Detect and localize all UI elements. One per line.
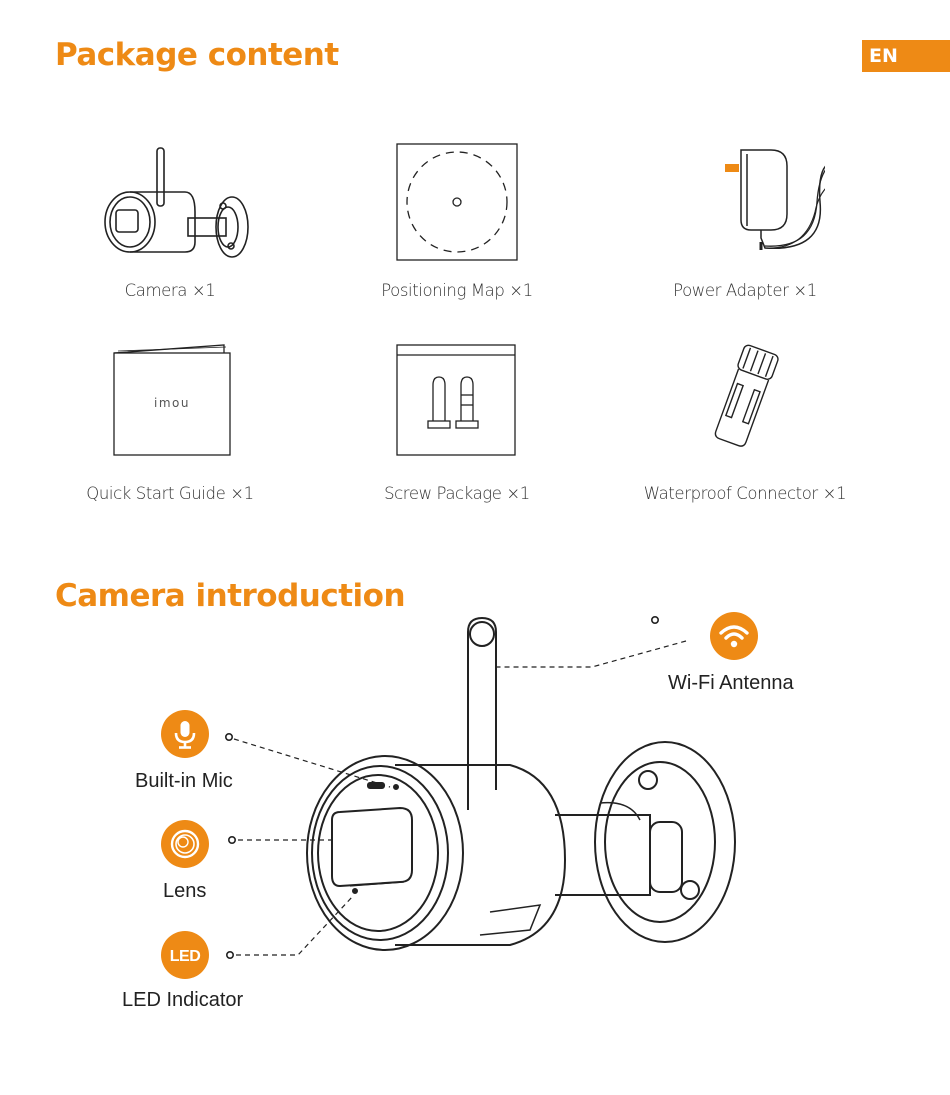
led-indicator-label: LED Indicator: [122, 989, 243, 1012]
lens-badge: [161, 820, 209, 868]
led-badge: LED: [161, 931, 209, 979]
mic-leader-line: [234, 739, 390, 787]
wifi-leader-line: [497, 641, 686, 667]
built-in-mic-label: Built-in Mic: [135, 770, 233, 793]
lens-label: Lens: [163, 880, 206, 903]
camera-body: [395, 765, 565, 945]
led-leader-line: [236, 896, 353, 955]
mic-badge: [161, 710, 209, 758]
wifi-badge: [710, 612, 758, 660]
wifi-antenna-label: Wi-Fi Antenna: [668, 672, 794, 695]
lens-icon: [161, 820, 209, 868]
wifi-icon: [710, 612, 758, 660]
led-icon: LED: [161, 931, 209, 979]
microphone-icon: [161, 710, 209, 758]
led-badge-text: LED: [170, 948, 201, 965]
lens-window: [332, 808, 412, 886]
